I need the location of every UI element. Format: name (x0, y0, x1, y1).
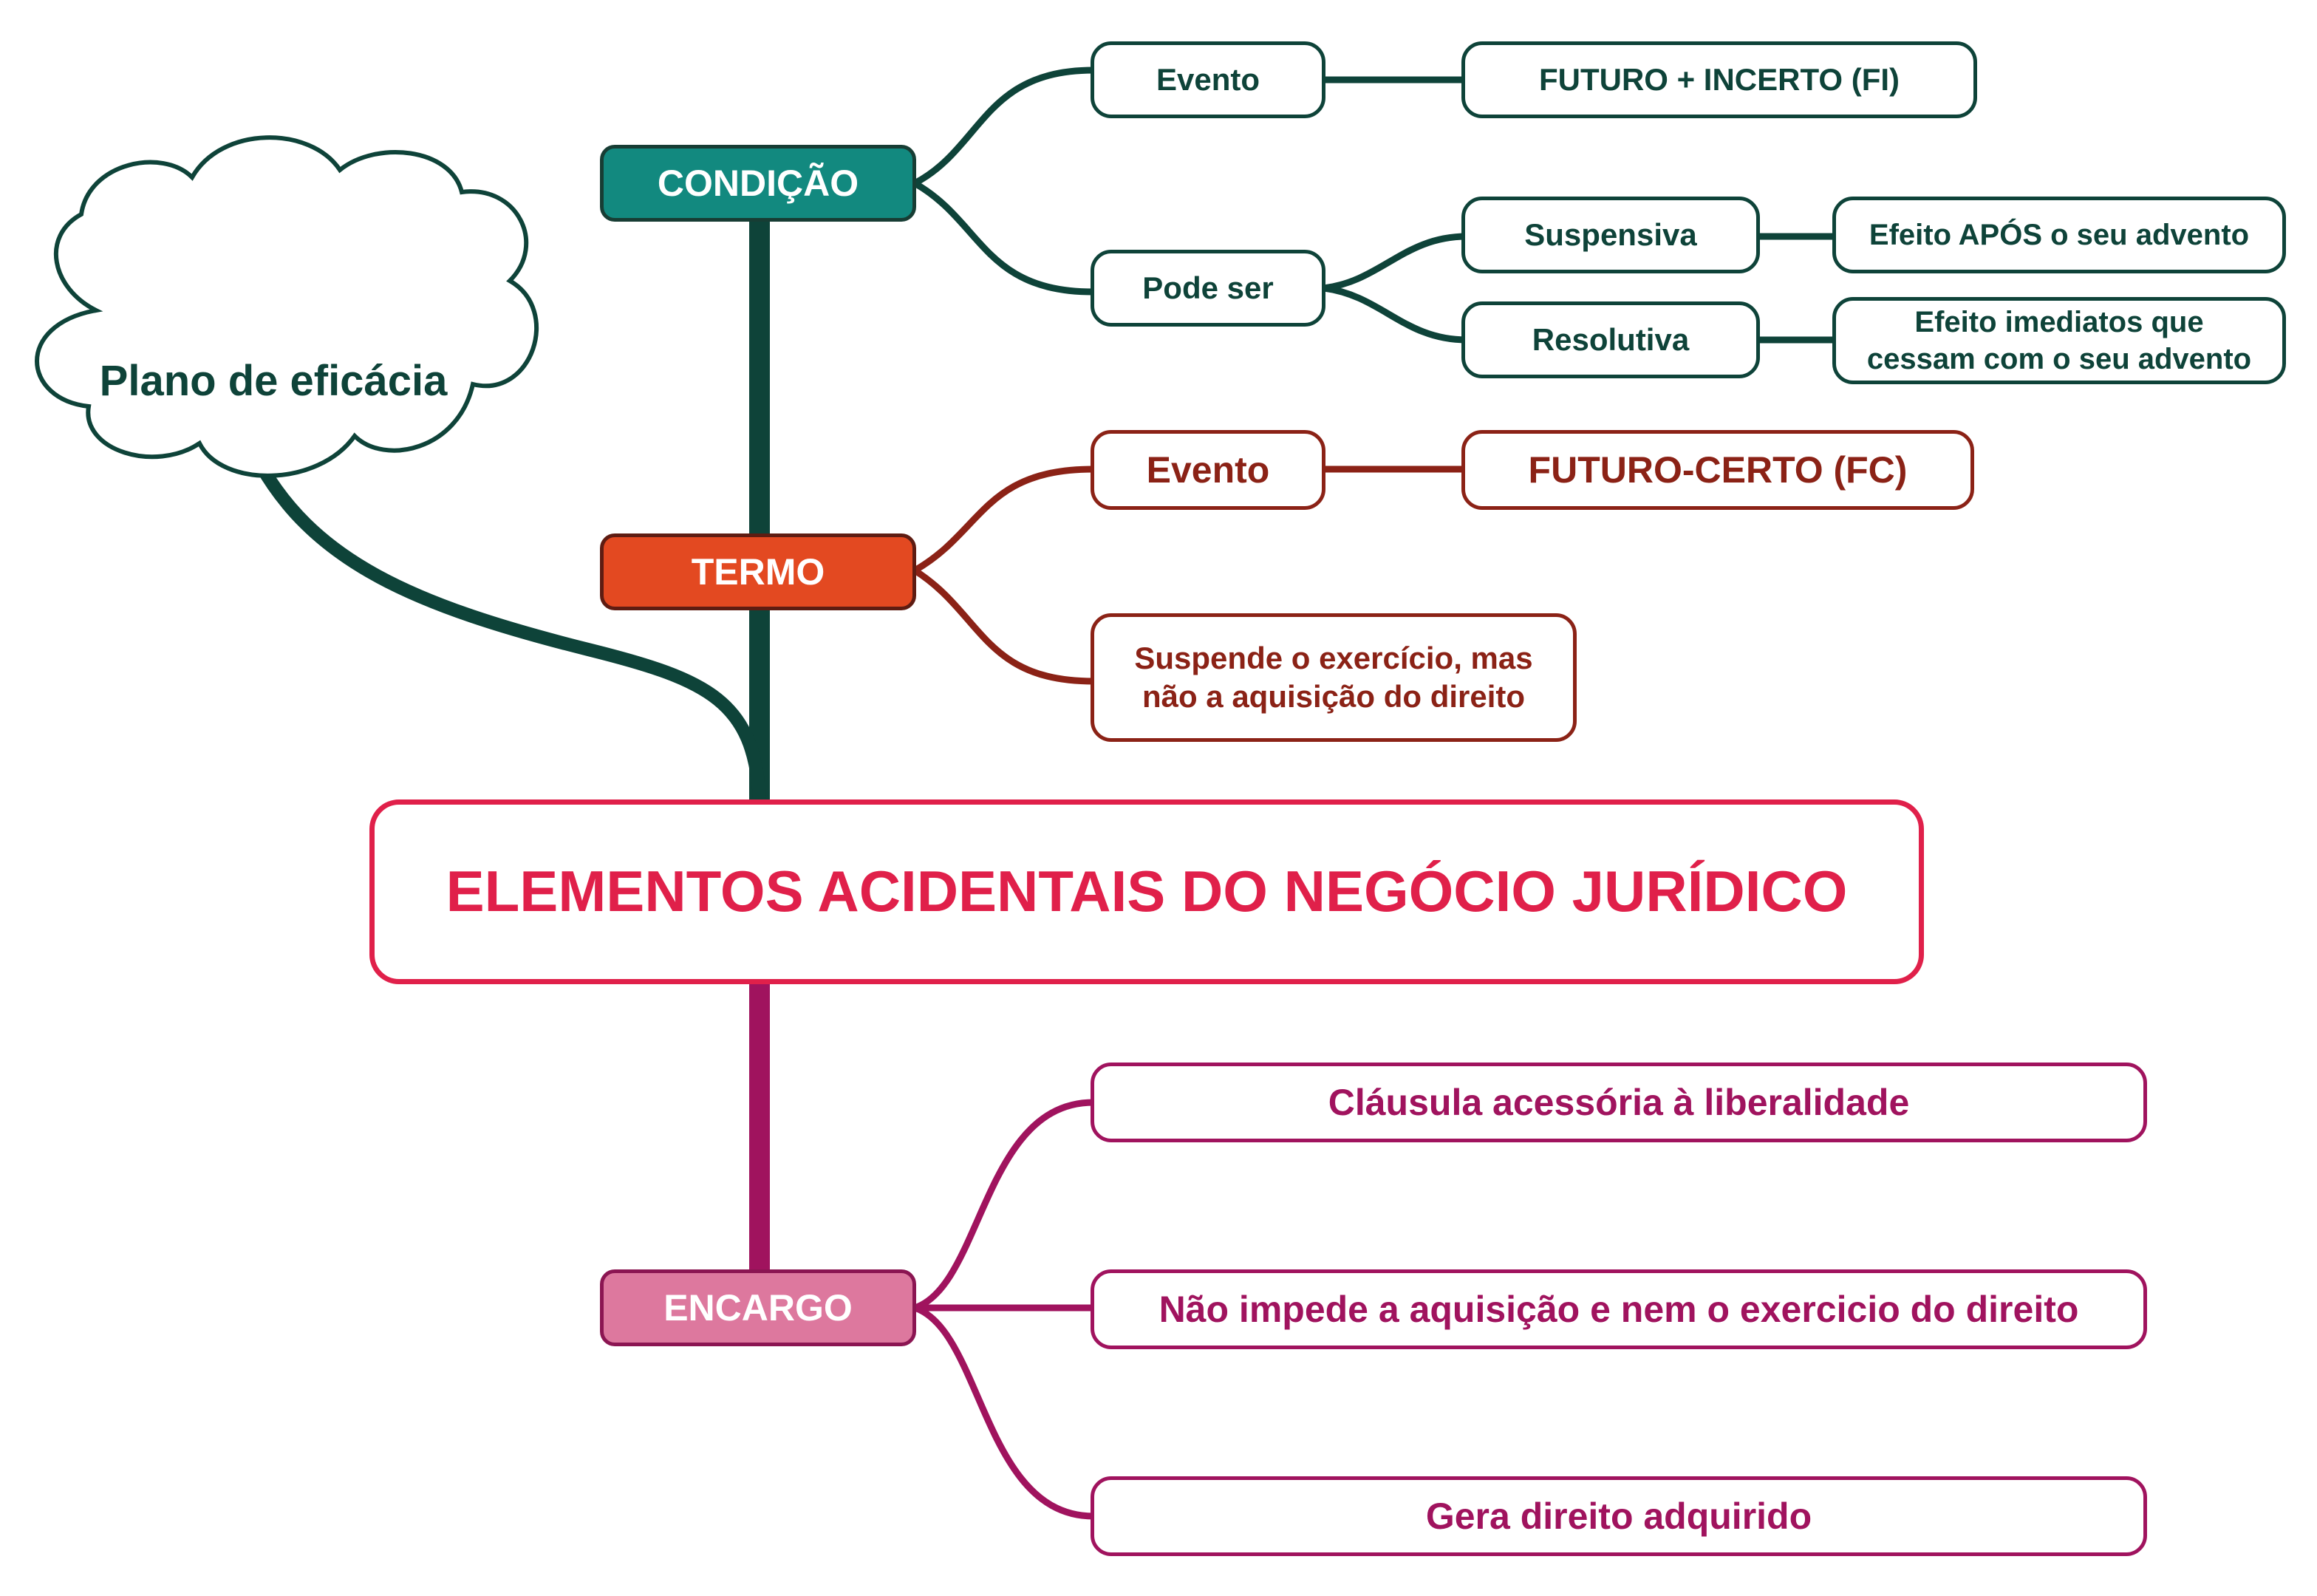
cond-resolutiva-effect-line2: cessam com o seu advento (1866, 343, 2252, 375)
cond-resolutiva-effect-line1: Efeito imediatos que (1914, 306, 2204, 338)
cond-suspensiva-link (1323, 233, 1467, 292)
cond-resolutiva-effect: Efeito imediatos que cessam com o seu ad… (1832, 297, 2286, 384)
cond-branch-evento (912, 66, 1094, 186)
enc-branch-3 (913, 1304, 1094, 1520)
encargo-item-2: Não impede a aquisição e nem o exercicio… (1091, 1269, 2147, 1349)
termo-node: TERMO (600, 533, 916, 610)
cloud-connector (249, 451, 766, 799)
condicao-node: CONDIÇÃO (600, 145, 916, 222)
termo-branch-evento (912, 466, 1094, 573)
cond-suspensiva-effect: Efeito APÓS o seu advento (1832, 197, 2286, 273)
encargo-node: ENCARGO (600, 1269, 916, 1346)
encargo-item-3: Gera direito adquirido (1091, 1476, 2147, 1556)
termo-evento: Evento (1091, 430, 1325, 510)
cond-resolutiva-link (1323, 284, 1467, 344)
cond-evento: Evento (1091, 41, 1325, 118)
cond-branch-podeser (912, 180, 1094, 296)
termo-branch-note (912, 567, 1094, 685)
encargo-item-1: Cláusula acessória à liberalidade (1091, 1063, 2147, 1142)
cond-suspensiva: Suspensiva (1461, 197, 1760, 273)
enc-branch-1 (913, 1099, 1094, 1312)
termo-note: Suspende o exercício, mas não a aquisiçã… (1091, 613, 1577, 742)
cloud-shape (35, 135, 539, 478)
cloud-label: Plano de eficácia (99, 356, 448, 405)
termo-note-line1: Suspende o exercício, mas (1134, 640, 1533, 675)
termo-evento-value: FUTURO-CERTO (FC) (1461, 430, 1974, 510)
root-title: ELEMENTOS ACIDENTAIS DO NEGÓCIO JURÍDICO (369, 799, 1924, 984)
termo-note-line2: não a aquisição do direito (1142, 679, 1526, 714)
cond-pode-ser: Pode ser (1091, 250, 1325, 327)
cond-evento-value: FUTURO + INCERTO (FI) (1461, 41, 1977, 118)
cond-resolutiva: Resolutiva (1461, 301, 1760, 378)
